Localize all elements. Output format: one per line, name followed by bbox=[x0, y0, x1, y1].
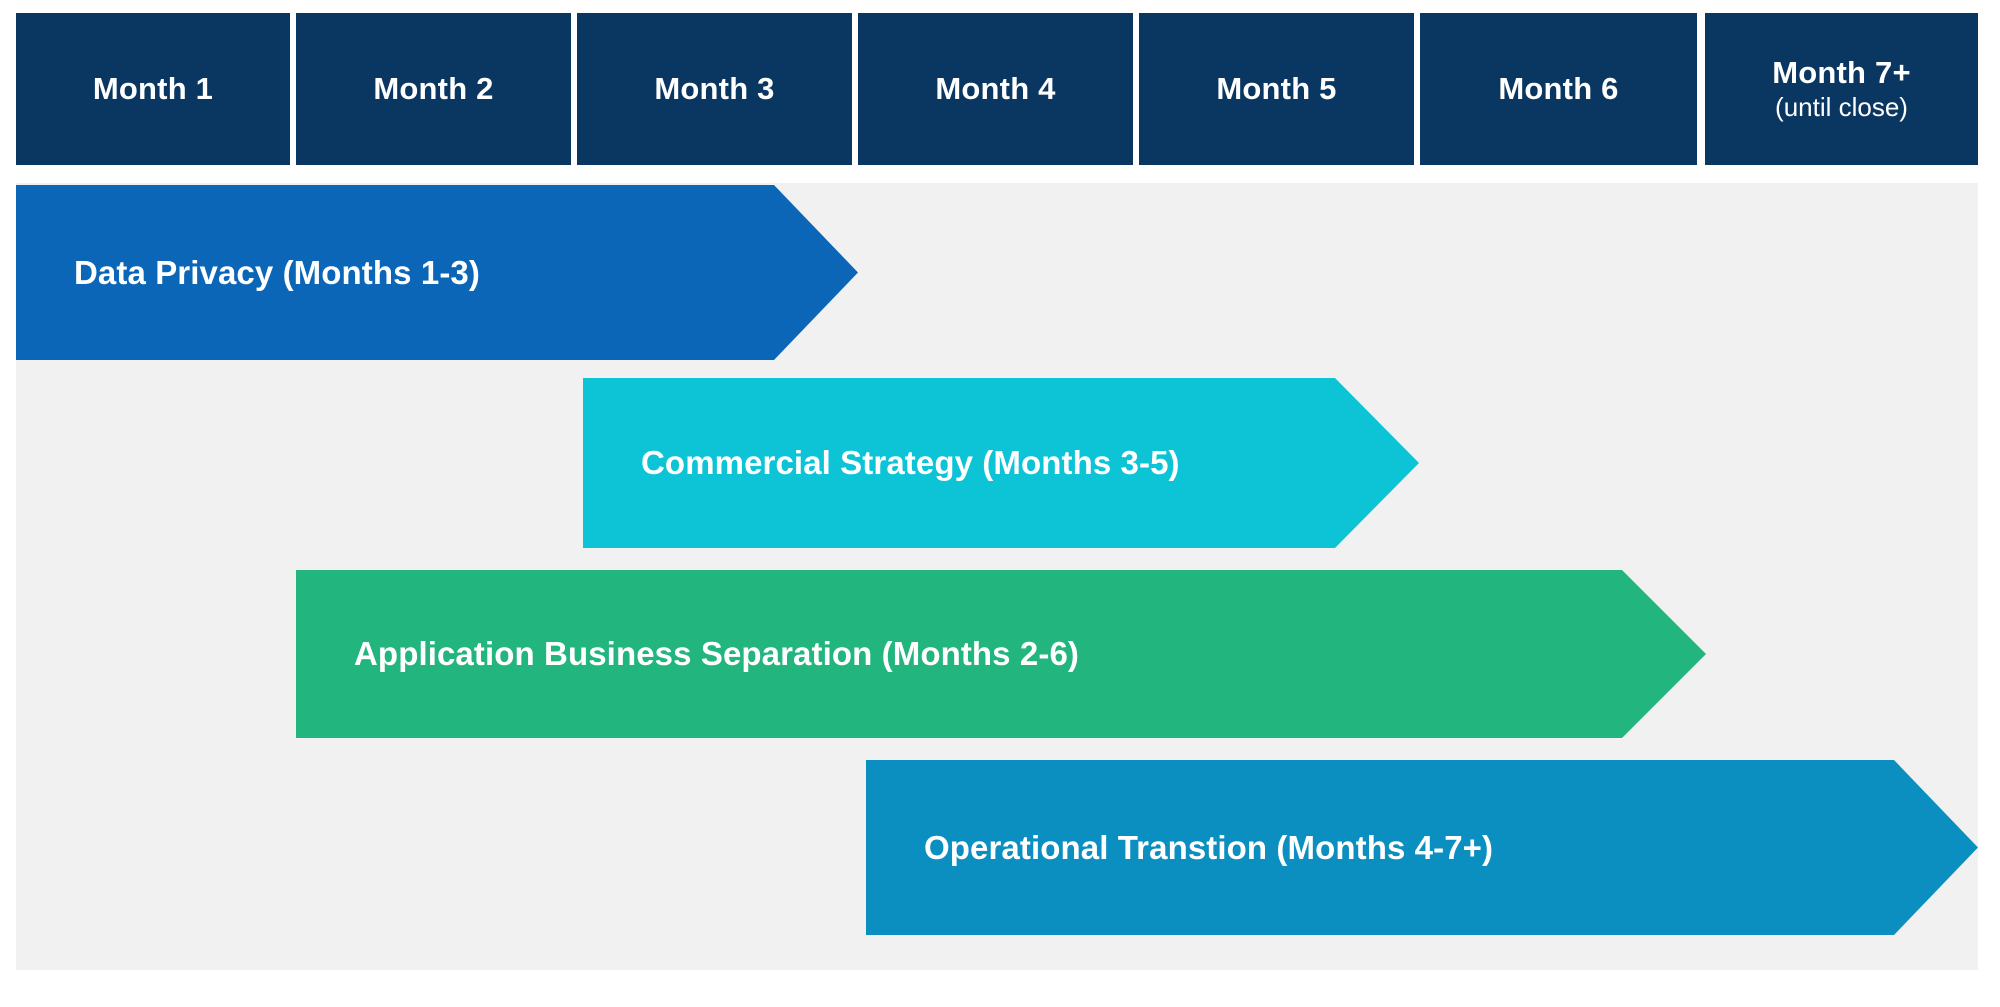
month-header-cell-4[interactable]: Month 4 bbox=[858, 13, 1133, 165]
workstream-arrow-4[interactable]: Operational Transtion (Months 4-7+) bbox=[866, 760, 1978, 935]
arrow-shape-icon bbox=[296, 570, 1706, 738]
month-header-strip: Month 1 Month 2 Month 3 Month 4 Month 5 Month… bbox=[0, 13, 2000, 165]
month-header-cell-2[interactable]: Month 2 bbox=[296, 13, 571, 165]
month-header-label: Month 3 bbox=[654, 70, 775, 106]
workstream-arrow-1[interactable]: Data Privacy (Months 1-3) bbox=[16, 185, 858, 360]
arrow-shape-icon bbox=[16, 185, 858, 360]
month-header-label: Month 1 bbox=[92, 70, 214, 106]
month-header-label: Month 4 bbox=[935, 70, 1056, 106]
month-header-cell-3[interactable]: Month 3 bbox=[577, 13, 852, 165]
workstream-label: Operational Transtion (Months 4-7+) bbox=[924, 828, 1494, 866]
month-header-cell-7[interactable]: Month 7+(until close) bbox=[1705, 13, 1978, 165]
workstream-arrow-2[interactable]: Commercial Strategy (Months 3-5) bbox=[583, 378, 1419, 548]
month-header-cell-6[interactable]: Month 6 bbox=[1420, 13, 1697, 165]
month-header-cell-5[interactable]: Month 5 bbox=[1139, 13, 1414, 165]
month-header-label: Month 7+ bbox=[1772, 55, 1911, 91]
month-header-sublabel: (until close) bbox=[1775, 91, 1908, 122]
arrow-shape-icon bbox=[583, 378, 1419, 548]
workstream-label: Commercial Strategy (Months 3-5) bbox=[641, 444, 1180, 481]
workstream-arrow-3[interactable]: Application Business Separation (Months … bbox=[296, 570, 1706, 738]
month-header-label: Month 5 bbox=[1216, 70, 1337, 106]
workstream-label: Data Privacy (Months 1-3) bbox=[74, 253, 480, 291]
arrow-shape-icon bbox=[866, 760, 1978, 935]
month-header-label: Month 2 bbox=[373, 70, 494, 106]
workstream-label: Application Business Separation (Months … bbox=[354, 635, 1079, 672]
month-header-cell-1[interactable]: Month 1 bbox=[16, 13, 290, 165]
month-header-label: Month 6 bbox=[1498, 70, 1619, 106]
